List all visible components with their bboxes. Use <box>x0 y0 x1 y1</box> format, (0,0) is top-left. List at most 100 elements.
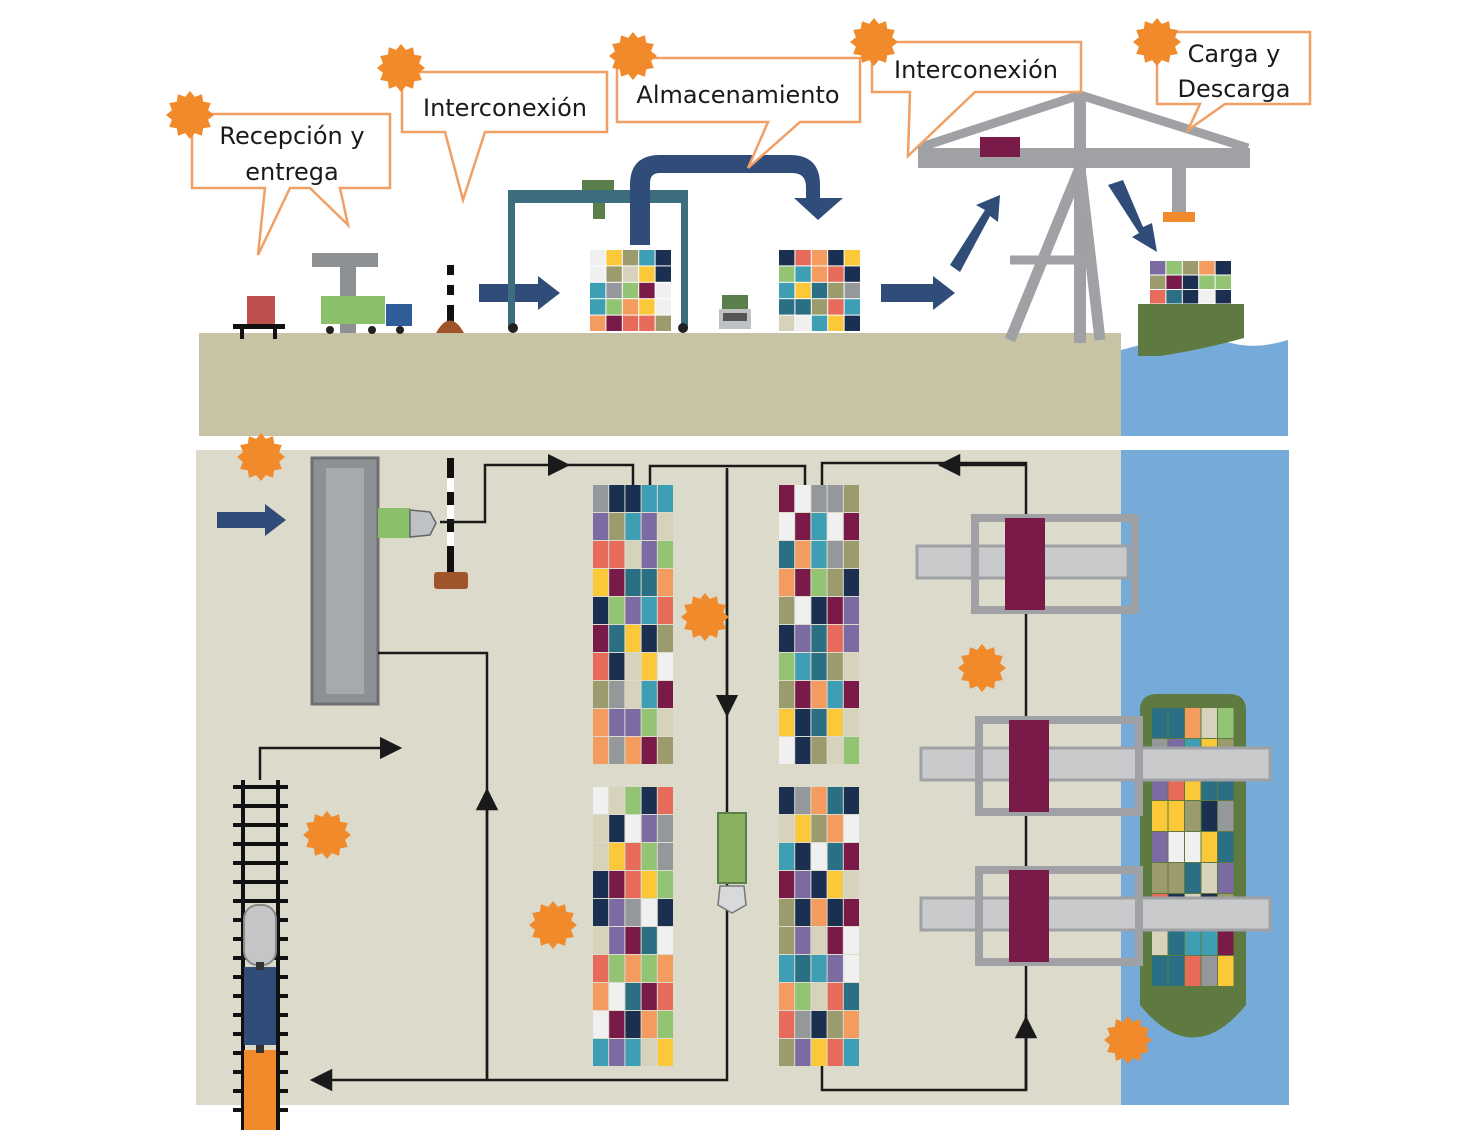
container-cell <box>1168 925 1184 955</box>
container-cell <box>843 871 859 898</box>
container-cell <box>827 485 843 512</box>
container-cell <box>655 250 671 266</box>
container-cell <box>1168 863 1184 893</box>
container-cell <box>641 681 657 708</box>
container-cell <box>593 983 609 1010</box>
container-cell <box>655 266 671 282</box>
container-cell <box>609 955 625 982</box>
train-icon <box>243 904 277 1130</box>
container-cell <box>795 843 811 870</box>
container-cell <box>811 513 827 540</box>
crane-trolley <box>1009 720 1049 812</box>
container-cell <box>641 787 657 814</box>
container-cell <box>593 843 609 870</box>
container-cell <box>657 597 673 624</box>
container-cell <box>843 513 859 540</box>
container-cell <box>779 927 795 954</box>
container-cell <box>625 541 641 568</box>
container-cell <box>1218 956 1234 986</box>
container-cell <box>657 709 673 736</box>
container-cell <box>641 569 657 596</box>
container-cell <box>657 843 673 870</box>
container-cell <box>593 513 609 540</box>
container-cell <box>843 681 859 708</box>
yard-block-2 <box>779 485 859 764</box>
container-cell <box>625 569 641 596</box>
container-cell <box>657 681 673 708</box>
container-cell <box>609 737 625 764</box>
container-cell <box>795 927 811 954</box>
container-cell <box>827 899 843 926</box>
container-cell <box>827 983 843 1010</box>
rail-sleeper <box>233 804 288 808</box>
rail-sleeper <box>233 785 288 789</box>
container-cell <box>779 282 795 299</box>
crane-frame <box>971 514 1139 614</box>
container-cell <box>811 485 827 512</box>
container-cell <box>625 983 641 1010</box>
container-cell <box>811 653 827 680</box>
starburst-icon <box>1104 1016 1152 1064</box>
container-cell <box>625 871 641 898</box>
container-cell <box>779 899 795 926</box>
container-cell <box>779 955 795 982</box>
container-cell <box>590 315 606 331</box>
container-cell <box>639 282 655 299</box>
container-cell <box>641 653 657 680</box>
container-cell <box>657 899 673 926</box>
storage-label: Almacenamiento <box>636 81 839 109</box>
yard-block-3 <box>593 787 673 1066</box>
container-cell <box>609 787 625 814</box>
container-cell <box>606 266 622 282</box>
container-cell <box>609 709 625 736</box>
container-cell <box>811 1039 827 1066</box>
container-cell <box>795 815 811 842</box>
container-cell <box>1150 261 1166 275</box>
container-cell <box>811 737 827 764</box>
container-cell <box>1199 290 1215 304</box>
elevation-view <box>199 90 1288 436</box>
container-cell <box>844 315 860 331</box>
container-cell <box>625 899 641 926</box>
container-cell <box>843 983 859 1010</box>
rail-sleeper <box>233 842 288 846</box>
container-cell <box>593 625 609 652</box>
container-cell <box>625 1039 641 1066</box>
crane-frame <box>975 716 1143 816</box>
container-cell <box>779 787 795 814</box>
container-cell <box>1152 801 1168 831</box>
container-cell <box>1150 290 1166 304</box>
container-cell <box>779 299 795 315</box>
container-cell <box>827 843 843 870</box>
container-cell <box>843 541 859 568</box>
crane-boom <box>919 746 1272 782</box>
container-cell <box>1185 832 1201 862</box>
container-cell <box>609 653 625 680</box>
container-cell <box>609 681 625 708</box>
container-cell <box>828 266 844 282</box>
container-cell <box>843 653 859 680</box>
container-cell <box>795 787 811 814</box>
plan-view <box>196 450 1289 1130</box>
container-cell <box>622 250 639 266</box>
container-cell <box>779 871 795 898</box>
container-cell <box>657 1011 673 1038</box>
flow-arrow-3 <box>950 195 1000 272</box>
container-cell <box>795 1011 811 1038</box>
container-cell <box>657 513 673 540</box>
container-cell <box>795 250 811 266</box>
container-cell <box>606 315 622 331</box>
container-cell <box>844 299 860 315</box>
container-cell <box>811 266 828 282</box>
container-cell <box>811 250 828 266</box>
ship-elevation-icon <box>1138 304 1244 356</box>
container-cell <box>625 927 641 954</box>
container-cell <box>655 282 671 299</box>
container-cell <box>657 569 673 596</box>
container-cell <box>609 541 625 568</box>
container-cell <box>1182 275 1199 289</box>
container-cell <box>779 681 795 708</box>
container-cell <box>811 569 827 596</box>
container-cell <box>843 485 859 512</box>
starburst-icon <box>681 593 729 641</box>
